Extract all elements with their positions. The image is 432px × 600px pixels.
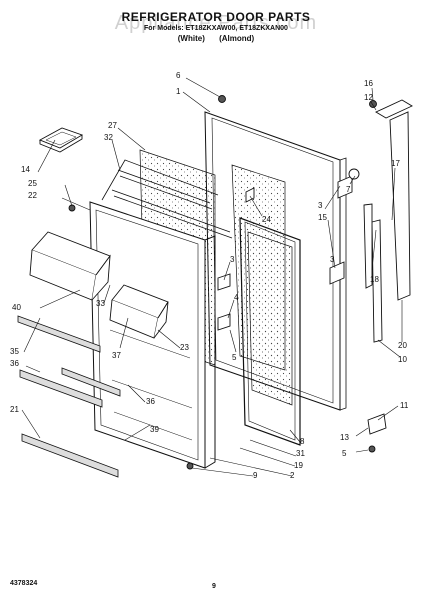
callout-6: 6 bbox=[176, 71, 181, 80]
callout-36-left: 36 bbox=[10, 359, 19, 368]
callout-24: 24 bbox=[262, 215, 271, 224]
page-number: 9 bbox=[212, 583, 216, 590]
watermark: Appliance Parts.com bbox=[114, 12, 318, 34]
callout-11: 11 bbox=[400, 401, 409, 410]
callout-5-center: 5 bbox=[232, 353, 237, 362]
model-list: For Models: ET18ZKXAW00, ET18ZKXAN00 bbox=[144, 25, 288, 32]
callout-33: 33 bbox=[96, 299, 105, 308]
door-gasket bbox=[239, 217, 301, 446]
callout-22: 22 bbox=[28, 191, 37, 200]
door-shelf-bin bbox=[109, 284, 169, 339]
callout-32: 32 bbox=[104, 133, 113, 142]
callout-leaders bbox=[21, 77, 403, 477]
callout-17: 17 bbox=[391, 159, 400, 168]
callout-19: 19 bbox=[294, 461, 303, 470]
callout-25: 25 bbox=[28, 179, 37, 188]
callout-8: 8 bbox=[300, 437, 305, 446]
color-almond: (Almond) bbox=[219, 34, 255, 43]
callout-1: 1 bbox=[176, 87, 181, 96]
callout-12: 12 bbox=[364, 93, 373, 102]
callout-labels: 6 1 27 32 14 25 22 40 35 36 21 33 37 23 … bbox=[10, 71, 409, 480]
callout-14: 14 bbox=[21, 165, 30, 174]
callout-2: 2 bbox=[290, 471, 295, 480]
callout-36-center: 36 bbox=[146, 397, 155, 406]
dairy-door bbox=[38, 127, 84, 153]
hinge-parts bbox=[68, 95, 387, 470]
color-options: (White) (Almond) bbox=[0, 34, 432, 43]
part-code: 4378324 bbox=[10, 580, 38, 587]
callout-3-center: 3 bbox=[230, 255, 235, 264]
callout-16: 16 bbox=[364, 79, 373, 88]
callout-10: 10 bbox=[398, 355, 407, 364]
callout-27: 27 bbox=[108, 121, 117, 130]
dairy-bin bbox=[29, 231, 111, 301]
callout-18: 18 bbox=[370, 275, 379, 284]
callout-9: 9 bbox=[253, 471, 258, 480]
callout-3-right: 3 bbox=[318, 201, 323, 210]
callout-37: 37 bbox=[112, 351, 121, 360]
callout-40: 40 bbox=[12, 303, 21, 312]
door-handle-assembly bbox=[363, 99, 413, 343]
callout-21: 21 bbox=[10, 405, 19, 414]
callout-35: 35 bbox=[10, 347, 19, 356]
shelf-trim-bars bbox=[17, 315, 121, 478]
callout-15: 15 bbox=[318, 213, 327, 222]
callout-20: 20 bbox=[398, 341, 407, 350]
color-white: (White) bbox=[177, 34, 205, 43]
callout-5-right: 5 bbox=[342, 449, 347, 458]
callout-7: 7 bbox=[346, 185, 351, 194]
callout-13: 13 bbox=[340, 433, 349, 442]
callout-31: 31 bbox=[296, 449, 305, 458]
diagram-title: REFRIGERATOR DOOR PARTS bbox=[121, 10, 311, 24]
breaker-strips bbox=[101, 159, 233, 239]
callout-3-hinge: 3 bbox=[330, 255, 335, 264]
callout-23: 23 bbox=[180, 343, 189, 352]
callout-39: 39 bbox=[150, 425, 159, 434]
callout-4: 4 bbox=[234, 293, 239, 302]
